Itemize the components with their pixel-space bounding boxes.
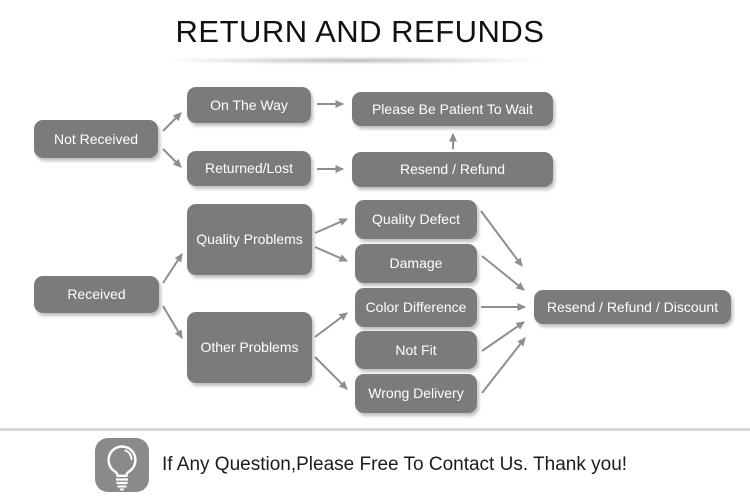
node-quality-defect: Quality Defect <box>355 200 477 239</box>
node-on-the-way: On The Way <box>187 87 311 123</box>
footer-divider <box>0 428 750 431</box>
node-wrong-delivery: Wrong Delivery <box>355 374 477 413</box>
node-resend-refund: Resend / Refund <box>352 152 553 187</box>
footer-message: If Any Question,Please Free To Contact U… <box>162 454 628 475</box>
page-title: RETURN AND REFUNDS <box>175 14 545 49</box>
node-not-fit: Not Fit <box>355 331 477 369</box>
lightbulb-icon <box>95 438 149 492</box>
node-received: Received <box>34 276 159 313</box>
node-quality-problems: Quality Problems <box>187 204 312 275</box>
node-other-problems: Other Problems <box>187 312 312 383</box>
node-returned-lost: Returned/Lost <box>187 151 311 186</box>
node-damage: Damage <box>355 244 477 283</box>
title-underline-shadow <box>152 57 556 64</box>
footer: If Any Question,Please Free To Contact U… <box>95 438 627 492</box>
node-please-be-patient: Please Be Patient To Wait <box>352 92 553 126</box>
node-not-received: Not Received <box>34 120 158 158</box>
node-color-difference: Color Difference <box>355 288 477 327</box>
node-resend-refund-discount: Resend / Refund / Discount <box>534 290 731 324</box>
